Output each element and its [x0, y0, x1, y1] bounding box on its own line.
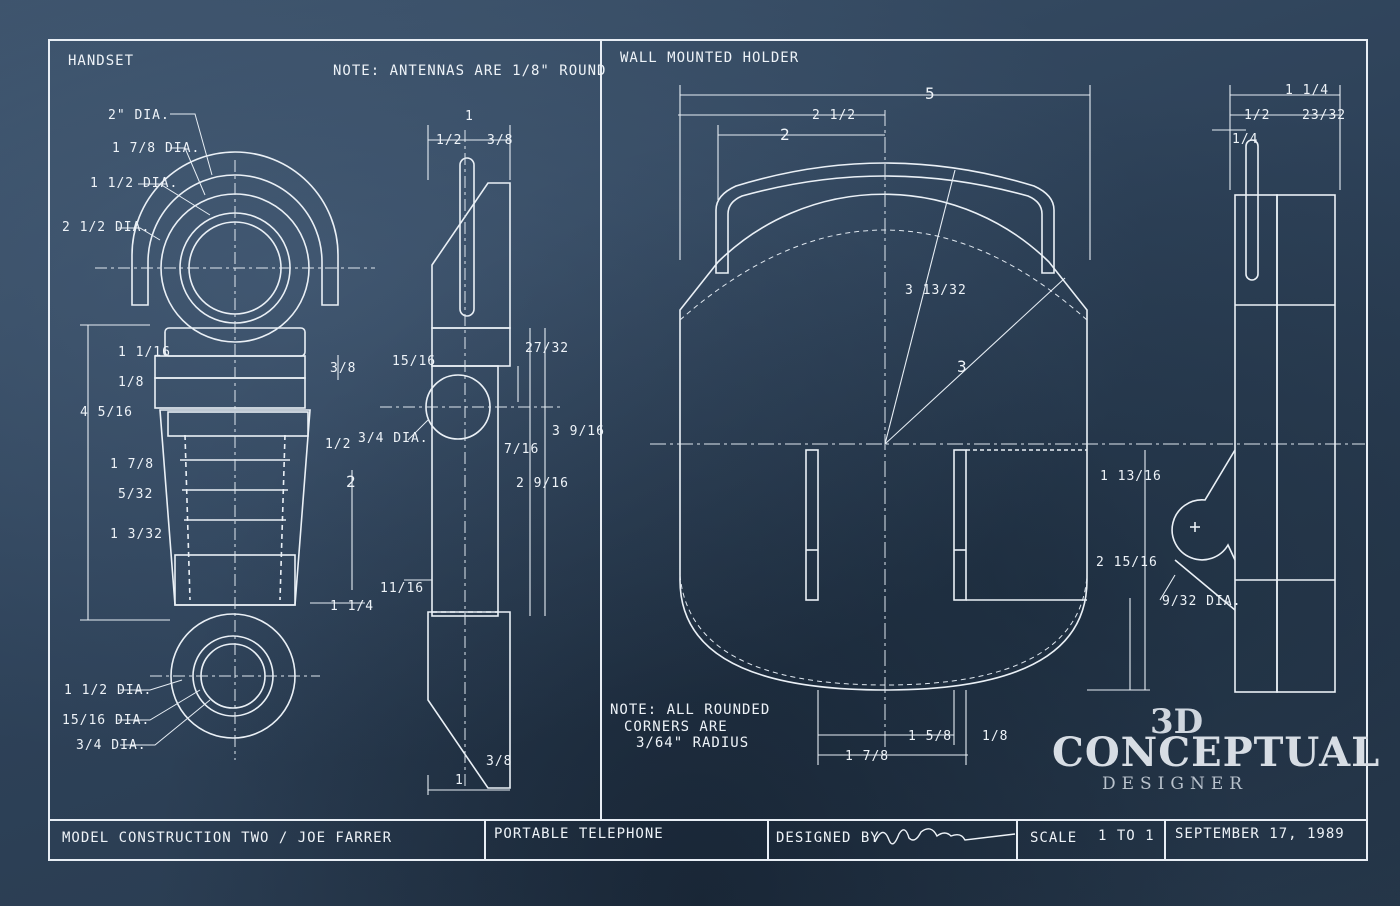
dim-1-7-8-holder: 1 7/8 — [845, 749, 889, 764]
holder-front-view — [679, 162, 1088, 691]
designer-signature — [874, 828, 1016, 845]
handset-title: HANDSET — [68, 53, 134, 69]
dim-4-5-16: 4 5/16 — [80, 405, 133, 420]
watermark-designer: DESIGNER — [1102, 774, 1248, 794]
dim-11-16: 11/16 — [380, 581, 424, 596]
holder-title: WALL MOUNTED HOLDER — [620, 50, 799, 66]
watermark-conceptual: CONCEPTUAL — [1052, 729, 1380, 776]
title-block-scale-value: 1 TO 1 — [1098, 828, 1155, 844]
title-block-date: SEPTEMBER 17, 1989 — [1175, 826, 1345, 842]
title-block-model: MODEL CONSTRUCTION TWO / JOE FARRER — [62, 830, 392, 846]
dim-7-16: 7/16 — [504, 442, 539, 457]
watermark-logo: 3D CONCEPTUAL DESIGNER — [1052, 702, 1380, 794]
dim-3-13-32: 3 13/32 — [905, 283, 967, 298]
dim-1-2-holder: 1/2 — [1244, 108, 1270, 123]
handset-leaders — [118, 113, 429, 746]
dim-5-32: 5/32 — [118, 487, 153, 502]
dim-3-8: 3/8 — [330, 361, 356, 376]
dim-1-8-holder: 1/8 — [982, 729, 1008, 744]
dim-1-3-32: 1 3/32 — [110, 527, 163, 542]
dim-1-2: 1/2 — [436, 133, 462, 148]
dim-3-4-dia-bottom: 3/4 DIA. — [76, 738, 147, 753]
dim-2-15-16: 2 15/16 — [1096, 555, 1158, 570]
holder-side-view — [1171, 139, 1336, 693]
dim-15-16: 15/16 — [392, 354, 436, 369]
holder-centerlines — [650, 110, 1365, 750]
dim-15-16-dia: 15/16 DIA. — [62, 713, 150, 728]
dim-1-1-2-dia-bottom: 1 1/2 DIA. — [64, 683, 152, 698]
dim-2: 2 — [346, 472, 357, 491]
dim-1-7-8-dia: 1 7/8 DIA. — [112, 141, 200, 156]
dim-3: 3 — [957, 357, 968, 376]
watermark-3d: 3D — [1150, 702, 1203, 742]
dim-1-1-16: 1 1/16 — [118, 345, 171, 360]
dim-1-1-4: 1 1/4 — [330, 599, 374, 614]
dim-3-4-dia: 3/4 DIA. — [358, 431, 429, 446]
corner-note-line2: CORNERS ARE — [624, 719, 728, 735]
dim-1-1-4-holder: 1 1/4 — [1285, 83, 1329, 98]
dim-2-9-16: 2 9/16 — [516, 476, 569, 491]
dim-3-8-top: 3/8 — [487, 133, 513, 148]
corner-note-line3: 3/64" RADIUS — [636, 735, 749, 751]
dim-2-1-2-dia: 2 1/2 DIA. — [62, 220, 150, 235]
dim-1-7-8: 1 7/8 — [110, 457, 154, 472]
dim-1-5-8: 1 5/8 — [908, 729, 952, 744]
dim-1-13-16: 1 13/16 — [1100, 469, 1162, 484]
dim-2-holder: 2 — [780, 125, 791, 144]
holder-dimension-lines — [678, 85, 1150, 765]
corner-note-line1: NOTE: ALL ROUNDED — [610, 702, 770, 718]
dim-23-32: 23/32 — [1302, 108, 1346, 123]
title-block-designed-by-label: DESIGNED BY — [776, 830, 880, 846]
dim-1-1-2-dia-top: 1 1/2 DIA. — [90, 176, 178, 191]
title-block-project: PORTABLE TELEPHONE — [494, 826, 664, 842]
handset-centerlines — [95, 160, 375, 760]
title-block-scale-label: SCALE — [1030, 830, 1077, 846]
dim-1-bottom: 1 — [455, 773, 464, 788]
holder-side-dimensions — [1159, 85, 1341, 601]
dim-9-32-dia: 9/32 DIA. — [1162, 594, 1241, 609]
dim-1-8: 1/8 — [118, 375, 144, 390]
antenna-note: NOTE: ANTENNAS ARE 1/8" ROUND — [333, 63, 606, 79]
handset-dimension-lines — [80, 125, 546, 795]
dim-5: 5 — [925, 84, 936, 103]
sheet-border — [48, 39, 1368, 861]
dim-3-8-bottom: 3/8 — [486, 754, 512, 769]
dim-27-32: 27/32 — [525, 341, 569, 356]
dim-3-9-16: 3 9/16 — [552, 424, 605, 439]
handset-side-view — [425, 157, 511, 789]
dim-2-1-2: 2 1/2 — [812, 108, 856, 123]
dim-1-top: 1 — [465, 109, 474, 124]
dim-2-dia: 2" DIA. — [108, 108, 170, 123]
dim-1-2-b: 1/2 — [325, 437, 351, 452]
side-centerlines — [380, 130, 560, 790]
dim-1-4: 1/4 — [1232, 132, 1258, 147]
